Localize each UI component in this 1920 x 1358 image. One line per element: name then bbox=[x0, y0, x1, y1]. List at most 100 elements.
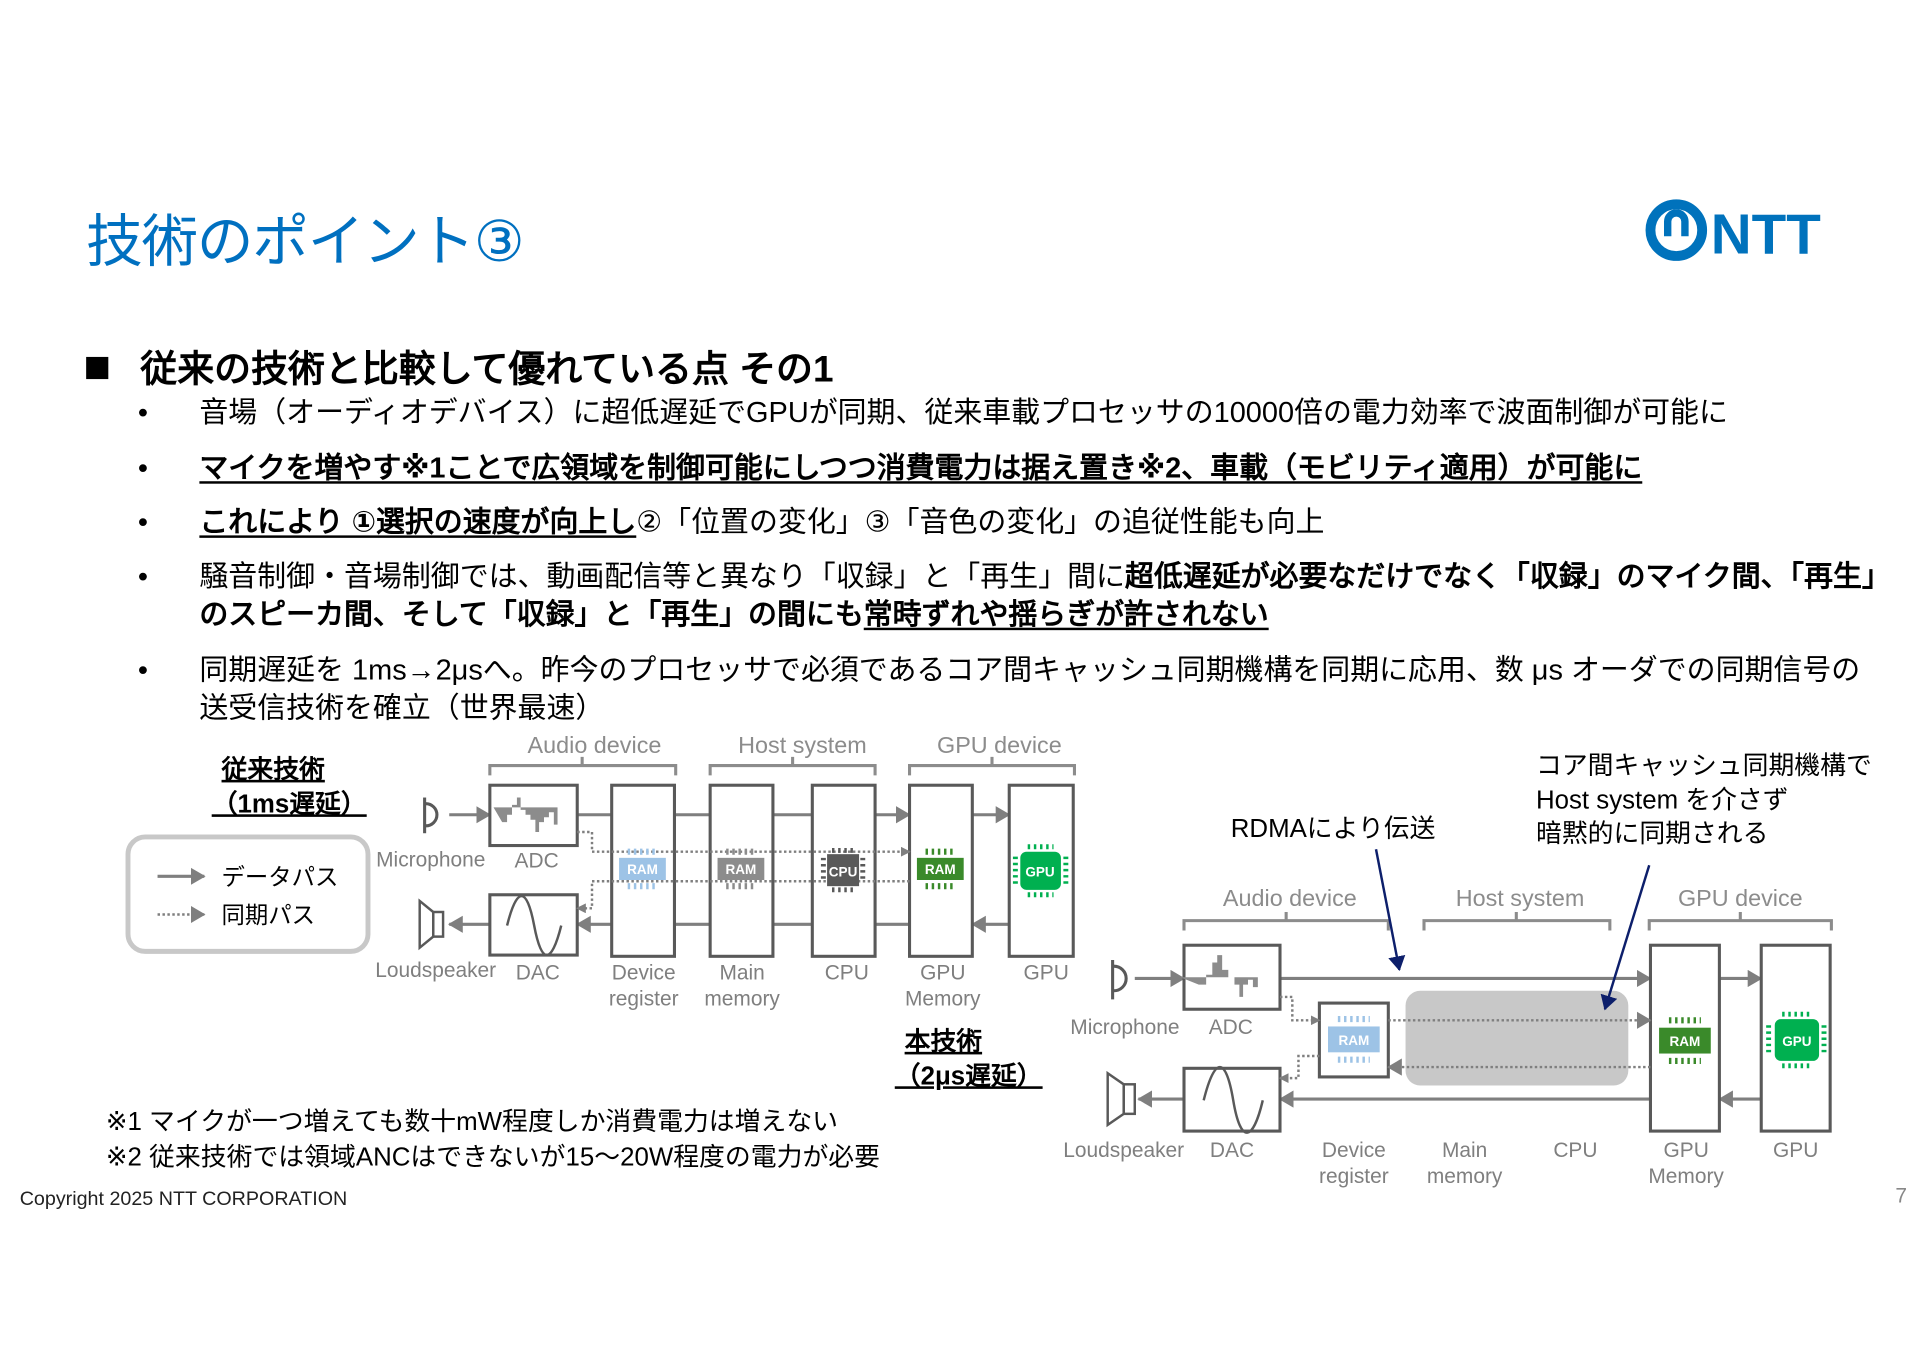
bullet-text: マイクを増やす※1ことで広領域を制御可能にしつつ消費電力は据え置き※2、車載（モ… bbox=[199, 451, 1643, 484]
chip-label: RAM bbox=[627, 862, 658, 877]
loudspeaker-label: Loudspeaker bbox=[375, 959, 496, 982]
slide-title: 技術のポイント③ bbox=[86, 209, 524, 274]
chip-label: RAM bbox=[726, 862, 757, 877]
gpu-chip-icon: GPU bbox=[1766, 1011, 1827, 1069]
bullet-text: 同期遅延を 1ms→2μsへ。昨今のプロセッサで必須であるコア間キャッシュ同期機… bbox=[199, 653, 1861, 724]
legacy-heading: 従来技術 bbox=[221, 755, 325, 784]
legend: データパス 同期パス bbox=[125, 834, 371, 954]
microphone-label: Microphone bbox=[1070, 1016, 1179, 1039]
host-system-label: Host system bbox=[1456, 885, 1585, 911]
legend-data-path: データパス bbox=[222, 864, 339, 890]
bullet-text: ②「位置の変化」③「音色の変化」の追従性能も向上 bbox=[636, 505, 1325, 538]
gpu-device-label: GPU device bbox=[1678, 885, 1803, 911]
bullet-dot-icon: • bbox=[137, 396, 148, 429]
device-register-label: Device bbox=[1322, 1139, 1386, 1162]
sync-path-down bbox=[576, 880, 910, 914]
sine-wave-icon bbox=[505, 894, 563, 957]
dac-label: DAC bbox=[516, 962, 560, 985]
bullet-dot-icon: • bbox=[137, 505, 148, 538]
ntt-logo-text: NTT bbox=[1711, 203, 1821, 264]
group-brackets: Audio device Host system GPU device bbox=[488, 732, 1077, 776]
section-heading-text: 従来の技術と比較して優れている点 その1 bbox=[140, 349, 834, 391]
device-register-label: Device bbox=[612, 962, 676, 985]
cpu-chip-icon: CPU bbox=[820, 848, 866, 893]
dac-label: DAC bbox=[1210, 1139, 1254, 1162]
bullet-item: • 同期遅延を 1ms→2μsへ。昨今のプロセッサで必須であるコア間キャッシュ同期… bbox=[138, 651, 1886, 727]
adc-label: ADC bbox=[515, 850, 559, 873]
loudspeaker-label: Loudspeaker bbox=[1063, 1139, 1184, 1162]
chip-label: GPU bbox=[1782, 1034, 1811, 1049]
proposed-diagram: 本技術 （2μs遅延） RDMAにより伝送 コア間キャッシュ同期機構で Host… bbox=[895, 751, 1872, 1188]
ram-chip-icon: RAM bbox=[1328, 1016, 1380, 1063]
audio-device-label: Audio device bbox=[1223, 885, 1357, 911]
bullet-text-emphasis: これにより ①選択の速度が向上し bbox=[199, 505, 637, 538]
device-register-label: register bbox=[1319, 1165, 1389, 1188]
device-register-label: register bbox=[609, 988, 679, 1011]
square-bullet-icon bbox=[86, 357, 109, 380]
rdma-annotation: RDMAにより伝送 bbox=[1231, 814, 1436, 843]
chip-label: RAM bbox=[925, 862, 956, 877]
audio-device-label: Audio device bbox=[528, 732, 662, 758]
chip-label: CPU bbox=[829, 864, 858, 879]
waveform-icon bbox=[493, 797, 558, 833]
cache-annotation: 暗黙的に同期される bbox=[1536, 819, 1768, 848]
ntt-logo: NTT bbox=[1645, 199, 1821, 264]
gpu-label: GPU bbox=[1023, 962, 1068, 985]
legacy-diagram: 従来技術 （1ms遅延） データパス 同期パス Audio device Hos… bbox=[125, 732, 1077, 1011]
cpu-label: CPU bbox=[1553, 1139, 1597, 1162]
adc-label: ADC bbox=[1209, 1016, 1253, 1039]
microphone-label: Microphone bbox=[376, 848, 485, 871]
legend-sync-path: 同期パス bbox=[222, 902, 316, 928]
chip-label: RAM bbox=[1670, 1034, 1701, 1049]
group-brackets: Audio device Host system GPU device bbox=[1182, 885, 1833, 931]
bullet-dot-icon: • bbox=[137, 560, 148, 593]
ntt-logo-mark-icon bbox=[1645, 199, 1708, 261]
proposed-latency: （2μs遅延） bbox=[895, 1061, 1043, 1090]
footnote: ※2 従来技術では領域ANCはできないが15～20W程度の電力が必要 bbox=[105, 1143, 880, 1172]
main-memory-label: Main bbox=[719, 962, 764, 985]
main-memory-label: memory bbox=[1427, 1165, 1503, 1188]
loudspeaker-icon bbox=[418, 898, 445, 951]
gpu-chip-icon: GPU bbox=[1012, 844, 1069, 898]
cpu-label: CPU bbox=[825, 962, 869, 985]
page-number: 7 bbox=[1895, 1184, 1908, 1208]
ram-chip-icon: RAM bbox=[1659, 1017, 1711, 1065]
gpu-memory-label: Memory bbox=[1648, 1165, 1724, 1188]
bullet-dot-icon: • bbox=[137, 653, 148, 686]
loudspeaker-icon bbox=[1106, 1070, 1137, 1128]
host-system-label: Host system bbox=[738, 732, 867, 758]
waveform-icon bbox=[1180, 955, 1258, 997]
microphone-icon bbox=[1111, 960, 1128, 1000]
main-memory-label: Main bbox=[1442, 1139, 1487, 1162]
proposed-heading: 本技術 bbox=[905, 1027, 983, 1056]
ram-chip-icon: RAM bbox=[619, 848, 666, 890]
bullet-text: 音場（オーディオデバイス）に超低遅延でGPUが同期、従来車載プロセッサの1000… bbox=[199, 396, 1728, 429]
gpu-memory-label: Memory bbox=[905, 988, 981, 1011]
ram-chip-icon: RAM bbox=[717, 848, 765, 890]
bullet-text: 騒音制御・音場制御では、動画配信等と異なり「収録」と「再生」間に bbox=[199, 560, 1125, 593]
cache-annotation: Host system を介さず bbox=[1536, 787, 1789, 815]
host-bypass-region bbox=[1405, 990, 1629, 1086]
footnote: ※1 マイクが一つ増えても数十mW程度しか消費電力は増えない bbox=[105, 1107, 839, 1137]
gpu-memory-label: GPU bbox=[1663, 1139, 1708, 1162]
microphone-icon bbox=[423, 797, 439, 834]
gpu-label: GPU bbox=[1773, 1139, 1818, 1162]
bullet-dot-icon: • bbox=[137, 451, 148, 484]
bullet-item: •騒音制御・音場制御では、動画配信等と異なり「収録」と「再生」間に超低遅延が必要… bbox=[138, 558, 1886, 634]
chip-label: RAM bbox=[1338, 1033, 1369, 1048]
main-memory-label: memory bbox=[704, 988, 780, 1011]
sine-wave-icon bbox=[1202, 1066, 1264, 1134]
rdma-pointer-arrow bbox=[1374, 848, 1406, 972]
gpu-device-label: GPU device bbox=[937, 732, 1062, 758]
ram-chip-icon: RAM bbox=[916, 848, 964, 890]
chip-label: GPU bbox=[1025, 864, 1054, 879]
bullet-item: • 音場（オーディオデバイス）に超低遅延でGPUが同期、従来車載プロセッサの100… bbox=[138, 394, 1886, 432]
cache-pointer-arrow bbox=[1600, 864, 1651, 1011]
cache-annotation: コア間キャッシュ同期機構で bbox=[1536, 751, 1872, 780]
gpu-memory-label: GPU bbox=[920, 962, 965, 985]
section-heading: 従来の技術と比較して優れている点 その1 bbox=[86, 338, 834, 392]
copyright: Copyright 2025 NTT CORPORATION bbox=[19, 1188, 348, 1210]
bullet-text-emphasis: 常時ずれや揺らぎが許されない bbox=[863, 598, 1269, 631]
